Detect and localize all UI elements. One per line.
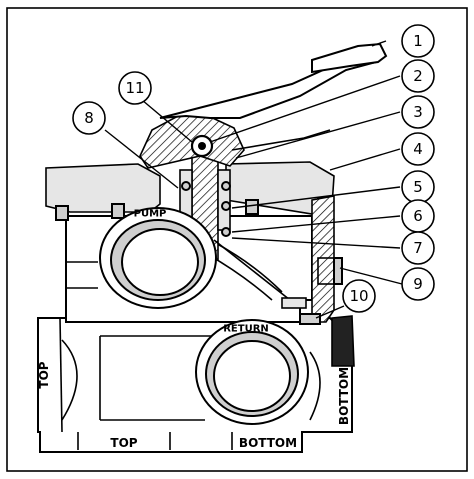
svg-text:5: 5 xyxy=(413,178,423,196)
top-bottom-label: TOP xyxy=(110,436,137,450)
diagram-frame xyxy=(6,7,468,472)
callout-10: 10 xyxy=(342,279,376,313)
svg-text:4: 4 xyxy=(413,140,423,158)
svg-text:10: 10 xyxy=(349,287,368,305)
pump-port-label: PUMP xyxy=(134,209,167,220)
callouts: 1 2 3 4 5 6 7 8 9 10 11 xyxy=(72,24,435,313)
svg-text:8: 8 xyxy=(84,109,94,127)
callout-2: 2 xyxy=(401,59,435,93)
top-side-label: TOP xyxy=(37,361,51,388)
bottom-bottom-label: BOTTOM xyxy=(239,436,297,450)
pump-port: PUMP xyxy=(99,207,217,309)
svg-text:7: 7 xyxy=(413,239,423,257)
callout-9: 9 xyxy=(401,267,435,301)
housing-section-cut xyxy=(311,195,355,367)
callout-5: 5 xyxy=(401,170,435,204)
callout-4: 4 xyxy=(401,132,435,166)
svg-text:11: 11 xyxy=(125,79,144,97)
bottom-side-label: BOTTOM xyxy=(337,367,351,425)
valve-handle xyxy=(139,42,388,169)
callout-11: 11 xyxy=(118,71,152,105)
callout-8: 8 xyxy=(72,101,106,135)
callout-6: 6 xyxy=(401,199,435,233)
svg-text:6: 6 xyxy=(413,207,423,225)
callout-7: 7 xyxy=(401,231,435,265)
svg-text:9: 9 xyxy=(413,275,423,293)
return-port-label: RETURN xyxy=(223,324,269,335)
svg-text:3: 3 xyxy=(413,103,423,121)
leader-lines xyxy=(104,40,403,319)
return-port: RETURN xyxy=(195,319,309,425)
callout-3: 3 xyxy=(401,95,435,129)
svg-text:2: 2 xyxy=(413,67,423,85)
svg-text:1: 1 xyxy=(413,32,423,50)
callout-1: 1 xyxy=(401,24,435,58)
